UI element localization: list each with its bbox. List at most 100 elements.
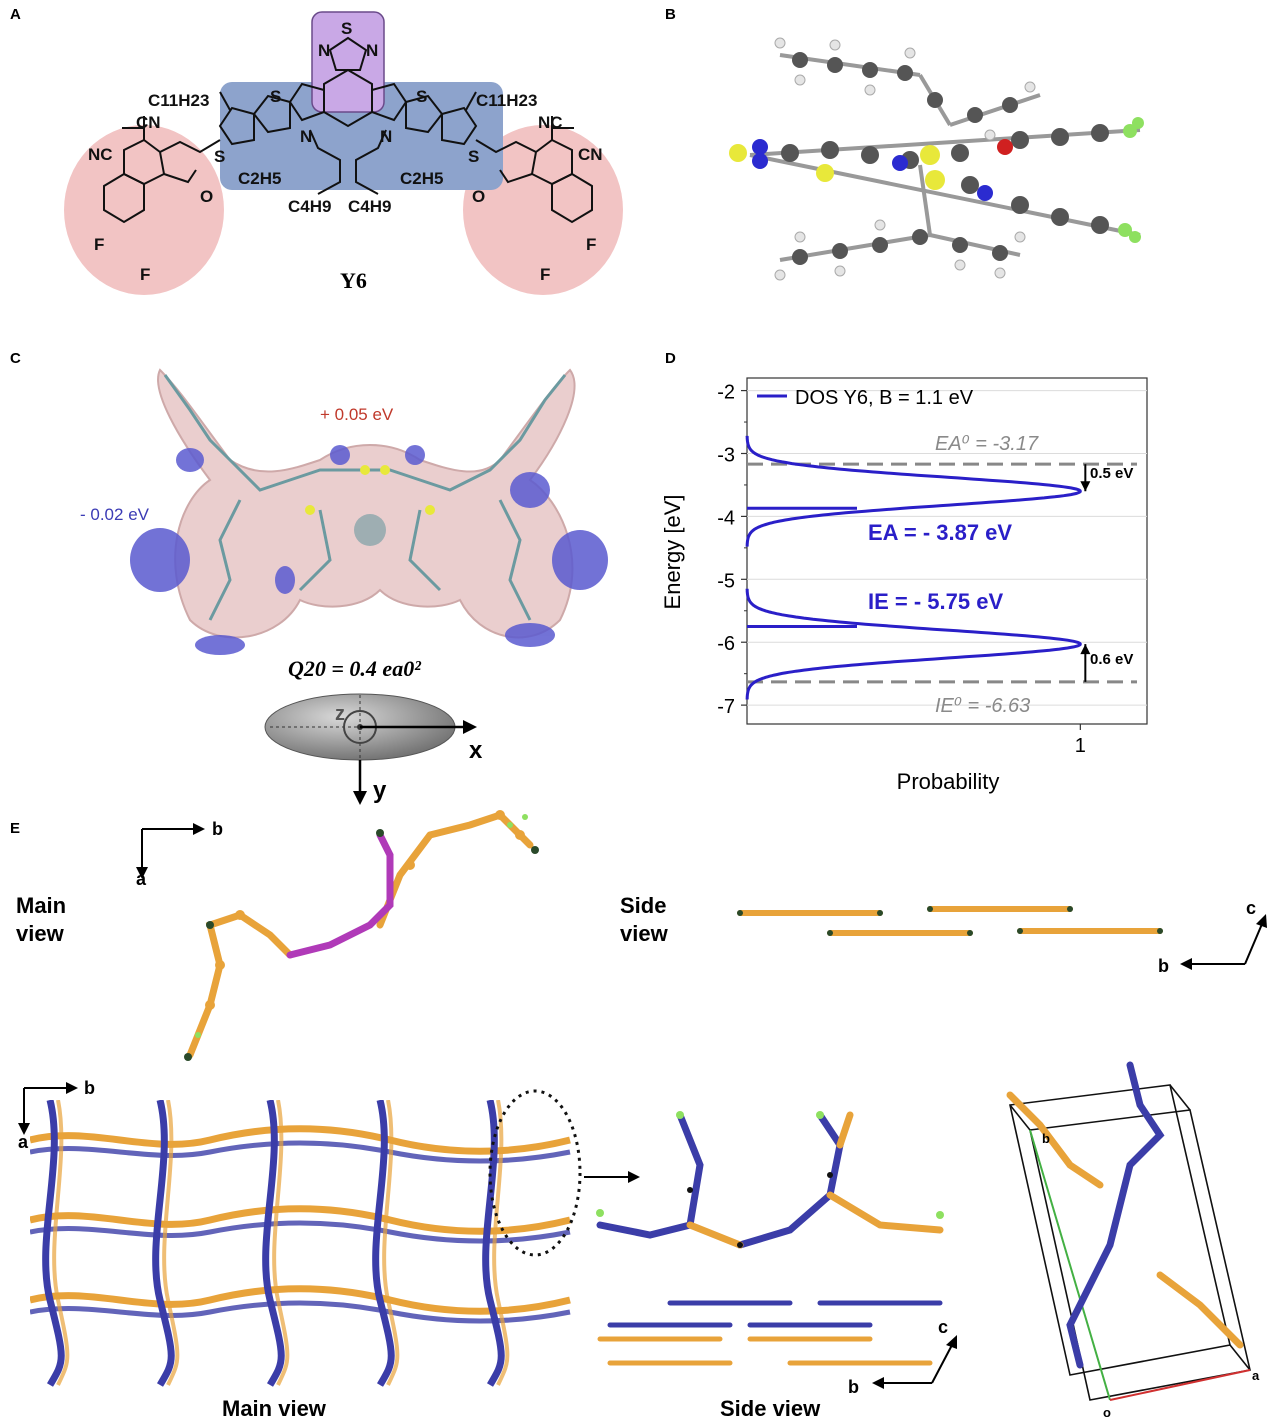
y-tick-label: -4 <box>717 507 735 529</box>
x-axis-label: Probability <box>897 769 1000 794</box>
lattice-row-overlay <box>30 1220 571 1244</box>
core-nitrogen-right-label: N <box>380 127 392 146</box>
y-tick-label: -2 <box>717 382 735 404</box>
axis-b-label-bottom: b <box>84 1078 95 1098</box>
axis-b-label-side-top: b <box>1158 956 1169 976</box>
nitrile-left-label: NC <box>88 145 113 164</box>
carbonyl-oxygen-right: O <box>472 187 485 206</box>
positive-energy-label: + 0.05 eV <box>320 405 394 424</box>
lattice-column-overlay <box>382 1100 400 1386</box>
core-nitrogen-left-label: N <box>300 127 312 146</box>
gap-arrows <box>1080 464 1091 682</box>
main-view-top-label: Main view <box>16 893 67 946</box>
thiophene-sulfur-mid-label: S <box>416 87 427 106</box>
btd-highlight <box>311 11 385 113</box>
side-view-bottom-label: Side view <box>720 1396 821 1421</box>
side-view-top-label: Side view <box>620 893 668 946</box>
panel-label-b: B <box>665 6 676 23</box>
molecule-name-label: Y6 <box>340 268 367 293</box>
thiophene-sulfur-left-label: S <box>214 147 225 166</box>
unit-cell-view: b o a <box>1006 1061 1260 1420</box>
panel-label-e: E <box>10 820 21 837</box>
substituent-c4h9-left: C4H9 <box>288 197 331 216</box>
lattice-column <box>42 1100 65 1387</box>
dos-series <box>745 435 1082 700</box>
gap-arrow-top-head <box>1080 481 1091 492</box>
lattice-row <box>30 1285 571 1315</box>
btd-sulfur-label: S <box>341 19 352 38</box>
axes-side-bottom: c b <box>848 1317 957 1397</box>
lattice-row-overlay <box>30 1140 571 1164</box>
lattice-column-overlay <box>272 1100 290 1386</box>
substituent-c2h5-left: C2H5 <box>238 169 281 188</box>
axis-c-label-top: c <box>1246 898 1256 918</box>
axes-side-top: c b <box>1158 898 1267 976</box>
y-axis-ticks: -2 -3 -4 -5 -6 -7 <box>717 382 747 718</box>
y6-3d-model <box>729 37 1144 281</box>
lattice-column-overlay <box>52 1100 70 1386</box>
ea-annotation: EA = - 3.87 eV <box>868 520 1012 545</box>
lattice-row <box>30 1125 571 1155</box>
axis-y-label: y <box>373 777 387 804</box>
zoom-arrow <box>628 1171 640 1183</box>
energy-levels <box>747 462 1137 684</box>
negative-lobe <box>176 448 204 472</box>
cell-axis-a <box>1109 1369 1251 1401</box>
quadrupole-ellipsoid: z x y <box>264 693 483 805</box>
cell-label-b: b <box>1042 1131 1050 1146</box>
legend-label: DOS Y6, B = 1.1 eV <box>795 387 974 409</box>
axis-c-label-bottom: c <box>938 1317 948 1337</box>
y-tick-label: -5 <box>717 570 735 592</box>
main-view-bottom-label: Main view <box>222 1396 326 1421</box>
btd-nitrogen-left-label: N <box>318 41 330 60</box>
axis-a-label-top: a <box>136 869 147 889</box>
lattice-column <box>152 1100 175 1387</box>
axis-x-label: x <box>469 737 483 764</box>
y-tick-label: -3 <box>717 444 735 466</box>
axis-z-label: z <box>335 703 345 725</box>
x-tick-label: 1 <box>1075 735 1086 757</box>
y-tick-label: -6 <box>717 633 735 655</box>
chain-zoom-view <box>596 1111 944 1249</box>
substituent-c4h9-right: C4H9 <box>348 197 391 216</box>
thiophene-sulfur-right-label: S <box>468 147 479 166</box>
gap-arrow-bottom-head <box>1080 644 1091 655</box>
cell-axis-b <box>1029 1129 1111 1401</box>
panel-label-a: A <box>10 6 21 23</box>
nitrile-right-label: NC <box>538 113 563 132</box>
dimer-main-view <box>184 810 539 1061</box>
gap-top-label: 0.5 eV <box>1090 465 1133 482</box>
dimer-side-view <box>737 906 1163 936</box>
quadrupole-label: Q20 = 0.4 ea0² <box>288 656 421 681</box>
stacked-side-view <box>597 1300 943 1366</box>
dos-chart: -2-3-4-5-6-7 1 Energy [eV] Probability D… <box>660 377 1148 794</box>
axis-b-label-top: b <box>212 819 223 839</box>
cyano-right-label: CN <box>578 145 603 164</box>
y-tick-label: -7 <box>717 696 735 718</box>
panel-label-d: D <box>665 350 676 367</box>
axis-a-label-bottom: a <box>18 1132 29 1150</box>
ie-annotation: IE = - 5.75 eV <box>868 589 1003 614</box>
axes-top-left: b a <box>136 819 223 889</box>
zoom-indicator <box>488 1089 640 1257</box>
lattice-row-overlay <box>30 1300 571 1324</box>
fluorine-left-1: F <box>94 235 104 254</box>
lattice-column-overlay <box>492 1100 510 1386</box>
plot-area <box>746 377 1148 725</box>
fluorine-left-2: F <box>140 265 150 284</box>
x-axis-ticks: 1 <box>1075 724 1086 757</box>
panel-label-c: C <box>10 350 21 367</box>
negative-energy-label: - 0.02 eV <box>80 505 149 524</box>
crystal-main-view <box>30 1100 571 1387</box>
axis-b-label-side-bottom: b <box>848 1377 859 1397</box>
gap-bottom-label: 0.6 eV <box>1090 651 1133 668</box>
y6-structure-diagram: S N N N N S S S S C11H23 C11H23 C2H5 C2H… <box>64 11 623 295</box>
cell-label-a: a <box>1252 1368 1260 1383</box>
cell-label-o: o <box>1103 1405 1111 1420</box>
y6-isosurface-model: + 0.05 eV <box>130 368 608 655</box>
axes-bottom-left: b a <box>18 1078 95 1150</box>
substituent-c11h23-left: C11H23 <box>148 91 209 110</box>
dos-curve <box>745 435 1082 547</box>
dos-curve <box>745 588 1082 700</box>
lattice-row <box>30 1205 571 1235</box>
